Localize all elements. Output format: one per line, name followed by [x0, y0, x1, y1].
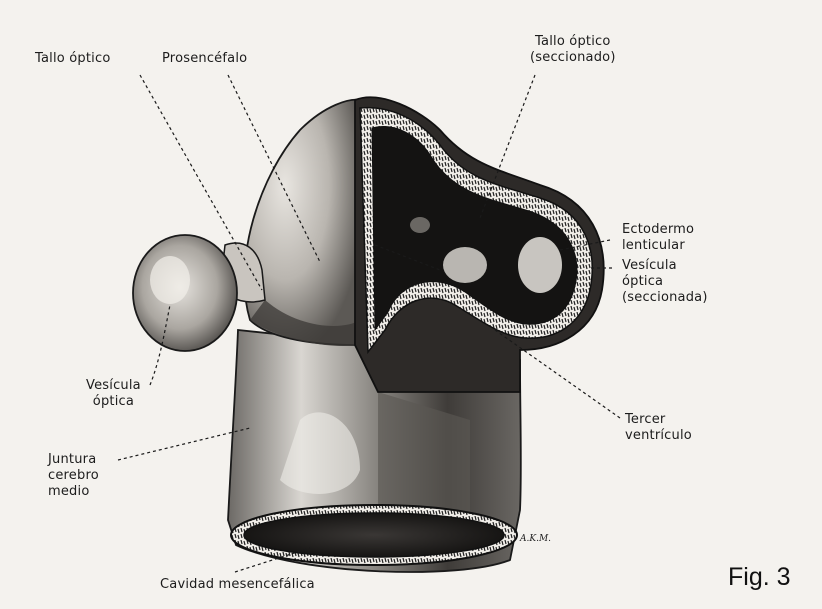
figure-caption: Fig. 3 — [728, 563, 791, 592]
label-vesicula-optica: Vesícula óptica — [86, 378, 141, 410]
label-cavidad-mesencefalica: Cavidad mesencefálica — [160, 577, 315, 593]
artist-signature: A.K.M. — [520, 534, 551, 544]
label-tallo-optico: Tallo óptico — [35, 51, 110, 67]
mesencephalic-cavity — [244, 513, 504, 557]
label-ectodermo-lenticular: Ectodermo lenticular — [622, 222, 694, 254]
label-tercer-ventriculo: Tercer ventrículo — [625, 412, 692, 444]
label-tallo-optico-seccionado: Tallo óptico (seccionado) — [530, 34, 616, 66]
label-juntura-cerebro-medio: Juntura cerebro medio — [48, 452, 99, 500]
label-vesicula-optica-seccionada: Vesícula óptica (seccionada) — [622, 258, 708, 306]
label-prosencefalo: Prosencéfalo — [162, 51, 247, 67]
